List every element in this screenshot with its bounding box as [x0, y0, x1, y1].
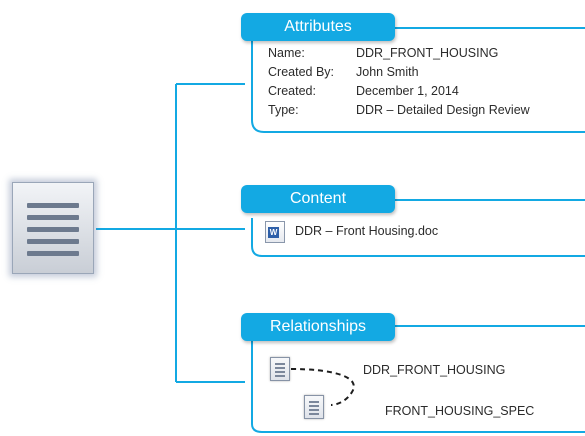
attribute-label: Created By:: [268, 65, 335, 79]
document-line: [27, 215, 79, 220]
document-line: [27, 239, 79, 244]
document-icon[interactable]: [304, 395, 324, 419]
attribute-value: John Smith: [356, 65, 419, 79]
attributes-list: Name: DDR_FRONT_HOUSING Created By: John…: [268, 44, 530, 119]
document-line: [309, 413, 319, 415]
word-document-icon[interactable]: W: [265, 221, 285, 243]
document-line: [275, 363, 285, 365]
relationships-tab[interactable]: Relationships: [241, 313, 395, 341]
attribute-value: December 1, 2014: [356, 84, 459, 98]
document-line: [309, 409, 319, 411]
document-line: [275, 367, 285, 369]
attribute-label: Created:: [268, 84, 316, 98]
document-icon[interactable]: [270, 357, 290, 381]
document-line: [309, 401, 319, 403]
attributes-tab[interactable]: Attributes: [241, 13, 395, 41]
content-tab[interactable]: Content: [241, 185, 395, 213]
document-line: [27, 251, 79, 256]
document-line: [309, 405, 319, 407]
content-file-name[interactable]: DDR – Front Housing.doc: [295, 224, 439, 238]
word-glyph: W: [268, 227, 279, 238]
document-line: [27, 203, 79, 208]
relationship-item-label[interactable]: FRONT_HOUSING_SPEC: [385, 404, 535, 418]
attribute-label: Name:: [268, 46, 305, 60]
attribute-label: Type:: [268, 103, 299, 117]
relationship-item-label[interactable]: DDR_FRONT_HOUSING: [363, 363, 506, 377]
document-line: [275, 371, 285, 373]
attribute-value: DDR_FRONT_HOUSING: [356, 46, 499, 60]
document-line: [27, 227, 79, 232]
attribute-value: DDR – Detailed Design Review: [356, 103, 530, 117]
document-line: [275, 375, 285, 377]
document-icon[interactable]: [12, 182, 94, 274]
